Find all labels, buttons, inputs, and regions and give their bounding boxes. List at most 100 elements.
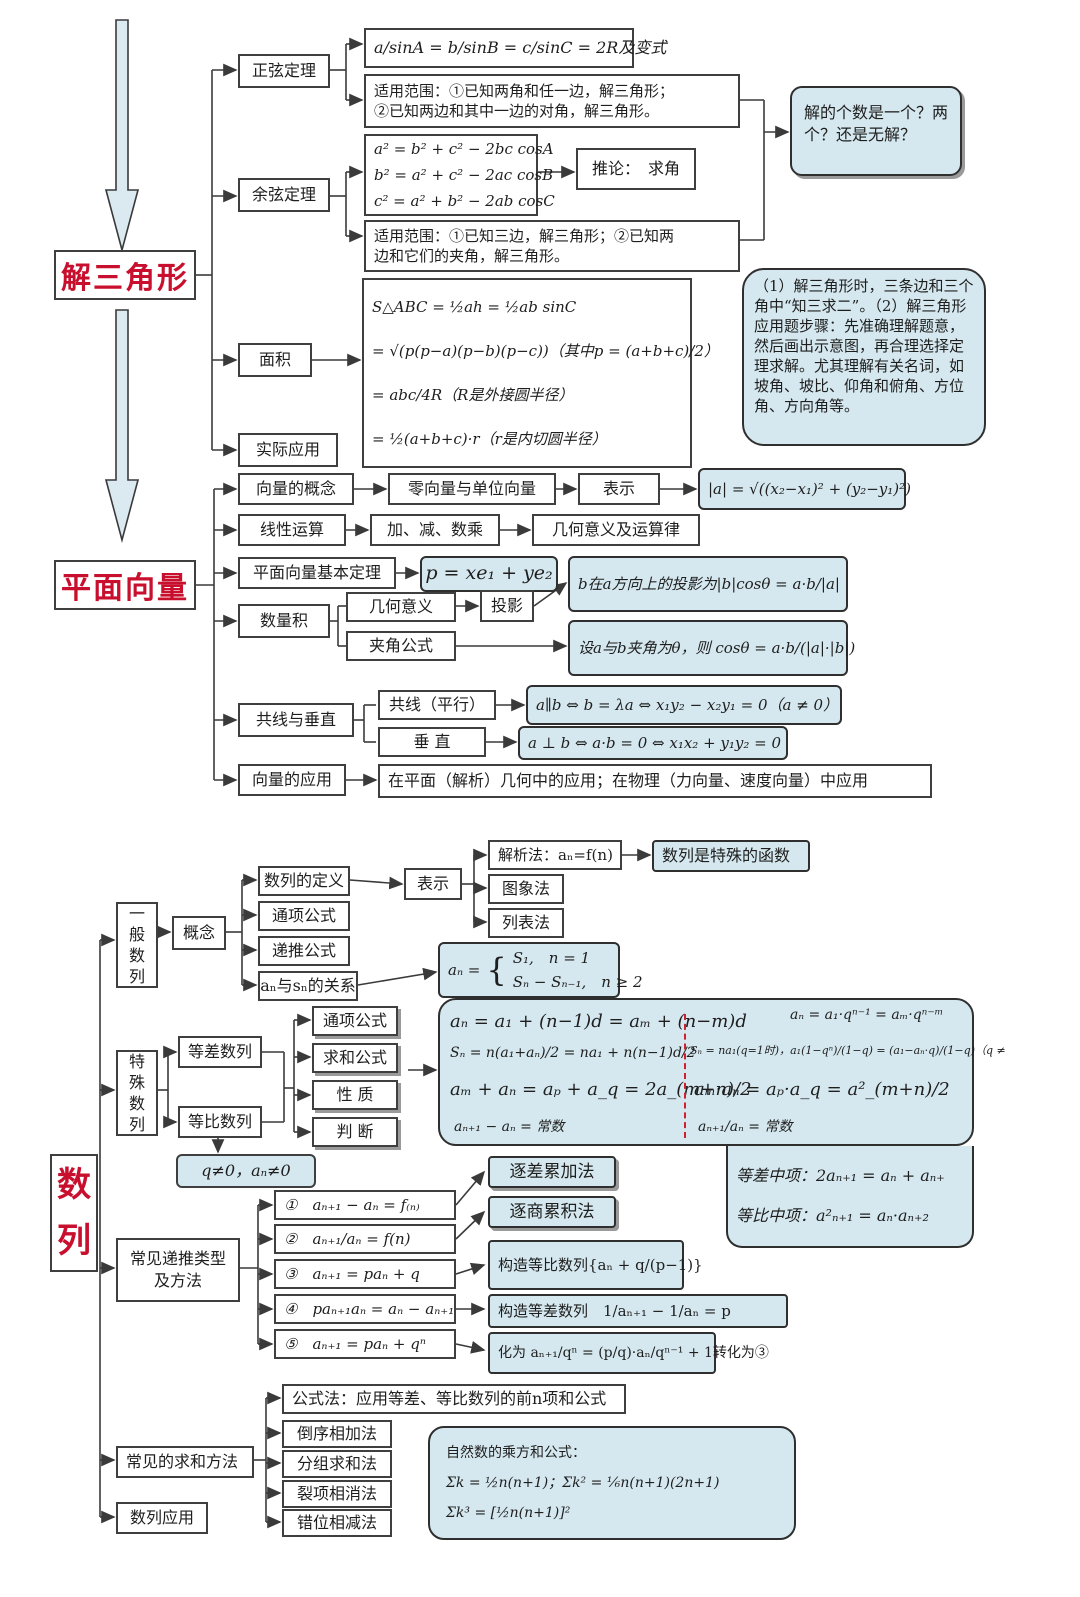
collinear-formula: a∥b ⇔ b = λa ⇔ x₁y₂ − x₂y₁ = 0（a ≠ 0） bbox=[526, 685, 842, 725]
method-transform: 化为 aₙ₊₁/qⁿ = (p/q)·aₙ/qⁿ⁻¹ + 1转化为③ bbox=[488, 1332, 769, 1374]
general-term-node: 通项公式 bbox=[258, 901, 350, 931]
prop-sum-node: 求和公式 bbox=[312, 1043, 398, 1073]
general-char-1: 一 bbox=[128, 904, 145, 923]
projection-node: 投影 bbox=[480, 590, 534, 622]
sum-formula-method: 公式法：应用等差、等比数列的前n项和公式 bbox=[282, 1384, 626, 1414]
geo-formula-2: Sₙ = na₁(q=1时)，a₁(1−qⁿ)/(1−q) = (a₁−aₙ·q… bbox=[690, 1044, 1006, 1057]
special-function-node: 数列是特殊的函数 bbox=[652, 840, 810, 872]
general-sequence-node: 一 般 数 列 bbox=[116, 902, 158, 988]
geo-mean: 等比中项：a²ₙ₊₁ = aₙ·aₙ₊₂ bbox=[736, 1206, 929, 1225]
recursion-type-4: ④ paₙ₊₁aₙ = aₙ − aₙ₊₁ bbox=[274, 1294, 456, 1324]
linear-op-node: 线性运算 bbox=[238, 514, 346, 546]
definition-node: 数列的定义 bbox=[258, 866, 350, 896]
cos-scope-line-1: 适用范围：①已知三边，解三角形；②已知两 bbox=[374, 226, 675, 245]
special-char-4: 列 bbox=[128, 1115, 145, 1134]
collinear-node: 共线（平行） bbox=[378, 690, 496, 720]
recursion-type-5: ⑤ aₙ₊₁ = paₙ + qⁿ bbox=[274, 1329, 456, 1359]
method-quotient-product: 逐商累积法 bbox=[488, 1196, 616, 1228]
sum-group-method: 分组求和法 bbox=[282, 1450, 392, 1478]
sine-law-formula: a/sinA = b/sinB = c/sinC = 2R及变式 bbox=[364, 28, 666, 68]
recursive-node: 递推公式 bbox=[258, 936, 350, 966]
area-node: 面积 bbox=[238, 343, 312, 377]
natural-sum-formula-2: Σk³ = [½n(n+1)]² bbox=[446, 1505, 571, 1521]
sequence-title-char-2: 列 bbox=[57, 1221, 91, 1261]
solution-count-note: 解的个数是一个？两个？还是无解？ bbox=[790, 86, 962, 176]
vector-represent-node: 表示 bbox=[578, 473, 660, 505]
panel-divider bbox=[684, 1014, 686, 1138]
geo-formula-4: aₙ₊₁/aₙ = 常数 bbox=[698, 1119, 793, 1135]
projection-formula: b在a方向上的投影为|b|cosθ = a·b/|a| bbox=[568, 556, 848, 612]
sine-law-scope: 适用范围：①已知两角和任一边，解三角形； ②已知两边和其中一边的对角，解三角形。 bbox=[364, 74, 740, 128]
geo-formula-3: aₘ·aₙ = aₚ·a_q = a²_(m+n)/2 bbox=[694, 1079, 950, 1100]
sum-reverse-method: 倒序相加法 bbox=[282, 1420, 392, 1448]
special-char-1: 特 bbox=[128, 1052, 145, 1071]
vector-application-node: 向量的应用 bbox=[238, 764, 346, 796]
vector-concept-node: 向量的概念 bbox=[238, 473, 354, 505]
triangle-notes: （1）解三角形时，三条边和三个角中“知三求二”。（2）解三角形应用题步骤：先准确… bbox=[742, 268, 986, 446]
sum-split-method: 裂项相消法 bbox=[282, 1480, 392, 1508]
special-char-2: 殊 bbox=[128, 1073, 145, 1092]
general-char-3: 数 bbox=[128, 946, 145, 965]
an-sn-case-1: S₁, n = 1 bbox=[512, 949, 591, 967]
prop-nature-node: 性 质 bbox=[312, 1080, 398, 1110]
arith-formula-2: Sₙ = n(a₁+aₙ)/2 = na₁ + n(n−1)d/2 bbox=[450, 1045, 696, 1061]
geo-law-node: 几何意义及运算律 bbox=[532, 514, 700, 546]
graph-method-node: 图象法 bbox=[488, 874, 564, 904]
sine-scope-line-1: 适用范围：①已知两角和任一边，解三角形； bbox=[374, 81, 675, 100]
arith-formula-4: aₙ₊₁ − aₙ = 常数 bbox=[454, 1119, 565, 1135]
geo-meaning-node: 几何意义 bbox=[346, 592, 456, 622]
concept-node: 概念 bbox=[172, 916, 226, 950]
area-formula-1: S△ABC = ½ah = ½ab sinC bbox=[372, 298, 577, 316]
general-char-4: 列 bbox=[128, 967, 145, 986]
natural-power-sum-panel: 自然数的乘方和公式： Σk = ½n(n+1)；Σk² = ⅙n(n+1)(2n… bbox=[428, 1426, 796, 1540]
sine-law-node: 正弦定理 bbox=[238, 54, 330, 88]
cosine-law-formulas: a² = b² + c² − 2bc cosA b² = a² + c² − 2… bbox=[364, 134, 555, 216]
perpendicular-formula: a ⊥ b ⇔ a·b = 0 ⇔ x₁x₂ + y₁y₂ = 0 bbox=[518, 726, 788, 760]
dot-product-node: 数量积 bbox=[238, 604, 330, 638]
collinear-perp-node: 共线与垂直 bbox=[238, 703, 354, 737]
recursion-type-2: ② aₙ₊₁/aₙ = f(n) bbox=[274, 1224, 456, 1254]
sum-shift-method: 错位相减法 bbox=[282, 1509, 392, 1537]
an-sn-relation-node: aₙ与sₙ的关系 bbox=[258, 971, 358, 1001]
perpendicular-node: 垂 直 bbox=[378, 727, 486, 757]
basic-theorem-formula: p = xe₁ + ye₂ bbox=[420, 556, 558, 592]
natural-sum-title: 自然数的乘方和公式： bbox=[446, 1445, 586, 1461]
sum-methods-node: 常见的求和方法 bbox=[116, 1446, 254, 1478]
natural-sum-formula-1: Σk = ½n(n+1)；Σk² = ⅙n(n+1)(2n+1) bbox=[446, 1475, 720, 1491]
arith-formula-3: aₘ + aₙ = aₚ + a_q = 2a_(m+n)/2 bbox=[450, 1079, 752, 1100]
geo-formula-1: aₙ = a₁·qⁿ⁻¹ = aₘ·qⁿ⁻ᵐ bbox=[790, 1007, 944, 1023]
recursion-types-line-2: 及方法 bbox=[153, 1271, 202, 1290]
an-sn-formula: aₙ = { S₁, n = 1 Sₙ − Sₙ₋₁, n ≥ 2 bbox=[438, 942, 643, 998]
area-formulas: S△ABC = ½ah = ½ab sinC = √(p(p−a)(p−b)(p… bbox=[362, 278, 719, 468]
cosine-law-scope: 适用范围：①已知三边，解三角形；②已知两 边和它们的夹角，解三角形。 bbox=[364, 220, 740, 272]
angle-formula: 设a与b夹角为θ，则 cosθ = a·b/(|a|·|b|) bbox=[568, 620, 855, 676]
arith-mean: 等差中项：2aₙ₊₁ = aₙ + aₙ₊ bbox=[736, 1166, 945, 1185]
an-sn-lhs: aₙ = bbox=[448, 960, 481, 979]
method-construct-arithmetic: 构造等差数列 1/aₙ₊₁ − 1/aₙ = p bbox=[488, 1294, 788, 1328]
an-sn-cases: S₁, n = 1 Sₙ − Sₙ₋₁, n ≥ 2 bbox=[513, 946, 643, 994]
method-diff-sum: 逐差累加法 bbox=[488, 1156, 616, 1188]
table-method-node: 列表法 bbox=[488, 908, 564, 938]
recursion-type-1: ① aₙ₊₁ − aₙ = f₍ₙ₎ bbox=[274, 1190, 456, 1220]
sequence-represent-node: 表示 bbox=[404, 868, 462, 900]
q-condition-node: q≠0，aₙ≠0 bbox=[176, 1154, 316, 1188]
area-formula-2: = √(p(p−a)(p−b)(p−c))（其中p = (a+b+c)/2） bbox=[372, 342, 719, 360]
sequence-formula-panel: aₙ = a₁ + (n−1)d = aₘ + (n−m)d Sₙ = n(a₁… bbox=[438, 998, 1006, 1146]
geometric-sequence-node: 等比数列 bbox=[178, 1106, 262, 1138]
prop-term-node: 通项公式 bbox=[312, 1006, 398, 1036]
zero-unit-vector-node: 零向量与单位向量 bbox=[388, 473, 556, 505]
sequence-application-node: 数列应用 bbox=[116, 1502, 208, 1534]
vector-title: 平面向量 bbox=[54, 560, 196, 610]
practical-node: 实际应用 bbox=[238, 433, 338, 467]
cos-c-formula: c² = a² + b² − 2ab cosC bbox=[374, 192, 555, 210]
arithmetic-sequence-node: 等差数列 bbox=[178, 1036, 262, 1068]
sequence-title-char-1: 数 bbox=[57, 1165, 91, 1205]
recursion-types-node: 常见递推类型 及方法 bbox=[116, 1238, 240, 1302]
recursion-types-line-1: 常见递推类型 bbox=[129, 1249, 226, 1269]
cos-a-formula: a² = b² + c² − 2bc cosA bbox=[374, 140, 554, 158]
cosine-law-node: 余弦定理 bbox=[238, 178, 330, 212]
vector-magnitude-formula: |a| = √((x₂−x₁)² + (y₂−y₁)²) bbox=[698, 468, 911, 510]
area-formula-3: = abc/4R（R是外接圆半径） bbox=[372, 386, 574, 404]
sine-scope-line-2: ②已知两边和其中一边的对角，解三角形。 bbox=[374, 102, 660, 120]
